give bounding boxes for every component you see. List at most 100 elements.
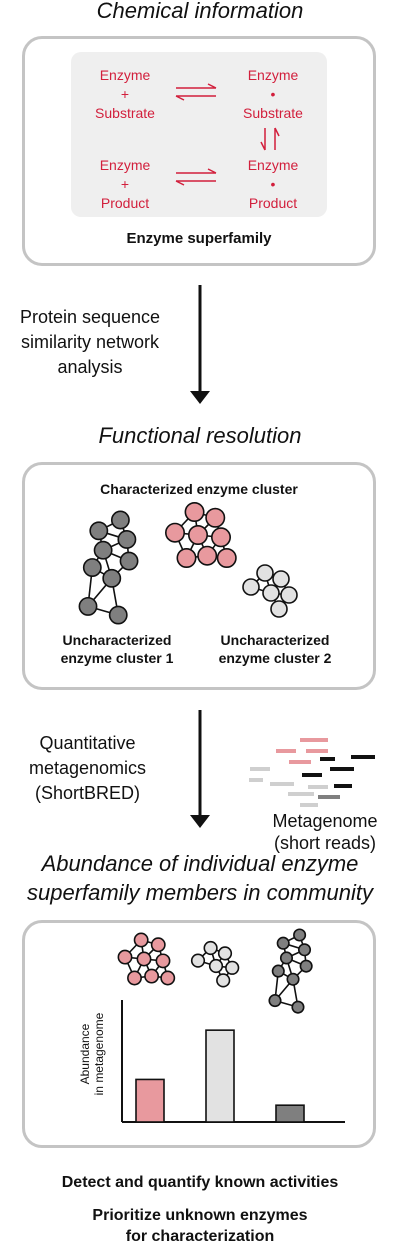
characterized-cluster-label: Characterized enzyme cluster [100, 481, 298, 497]
network-node [150, 937, 166, 953]
network-node [203, 940, 218, 956]
network-node [216, 547, 237, 568]
metagenome-text: (short reads) [273, 833, 377, 853]
network-node [108, 605, 128, 625]
equilibrium-arrow-forward [176, 83, 217, 89]
short-read [288, 792, 314, 796]
heading-abundance: Abundance of individual enzyme superfami… [0, 849, 400, 907]
reaction-enzyme-substrate: Enzyme + Substrate [80, 66, 170, 123]
uncharacterized-cluster-2-icon [190, 940, 240, 988]
metagenome-label: Metagenome (short reads) [245, 810, 400, 854]
network-node [276, 936, 290, 950]
network-node [110, 510, 130, 530]
short-read [270, 782, 294, 786]
uncharacterized-cluster-2-label: Uncharacterized enzyme cluster 2 [195, 631, 355, 667]
network-node [144, 968, 160, 984]
network-node [293, 928, 307, 942]
conclusion-line: Prioritize unknown enzymes [92, 1207, 308, 1224]
network-node [117, 529, 137, 549]
reaction-arrows [175, 83, 280, 186]
network-node [225, 960, 240, 975]
network-node [291, 1000, 305, 1014]
step-network-analysis: Protein sequence similarity network anal… [0, 305, 180, 380]
network-node [271, 964, 285, 978]
network-node [256, 564, 274, 582]
down-arrow-2-head [190, 815, 210, 828]
uncharacterized-cluster-1-label: Uncharacterized enzyme cluster 1 [37, 631, 197, 667]
network-node [217, 946, 233, 961]
network-node [184, 501, 205, 522]
short-read [334, 784, 352, 788]
step-text: Protein sequence [19, 307, 161, 327]
short-read [308, 785, 328, 789]
short-read [302, 773, 322, 777]
down-arrow-1-head [190, 391, 210, 404]
abundance-bar-chart [121, 1000, 345, 1123]
reaction-enzyme-product: Enzyme + Product [80, 156, 170, 213]
step-text: (ShortBRED) [34, 783, 141, 803]
network-node [190, 953, 206, 968]
cluster-label-text: enzyme cluster 1 [60, 650, 174, 666]
short-read [276, 749, 296, 753]
reaction-scheme-panel [71, 52, 327, 217]
reaction-text: Substrate [243, 105, 303, 121]
enzyme-superfamily-caption: Enzyme superfamily [126, 230, 272, 247]
step-text: Quantitative [39, 733, 136, 753]
reaction-enzyme-substrate-complex: Enzyme • Substrate [228, 66, 318, 123]
network-node [117, 949, 133, 965]
network-node [268, 994, 282, 1008]
network-node [89, 521, 109, 541]
network-node [208, 958, 224, 974]
uncharacterized-enzyme-cluster-1 [78, 510, 139, 625]
conclusion-prioritize: Prioritize unknown enzymes for character… [0, 1205, 400, 1247]
equilibrium-arrow-back [175, 180, 216, 186]
reaction-text: Enzyme [247, 67, 299, 83]
short-reads [249, 738, 375, 807]
network-node [211, 527, 232, 548]
network-node [82, 558, 102, 577]
short-read [351, 755, 375, 759]
equilibrium-arrow-back [175, 95, 216, 101]
short-read [249, 778, 263, 782]
network-node [270, 600, 288, 618]
network-node [297, 943, 312, 957]
short-read [318, 795, 340, 799]
short-read [306, 749, 328, 753]
network-node [299, 959, 313, 973]
network-node [262, 584, 280, 602]
network-node [216, 973, 231, 988]
bar-3 [275, 1104, 305, 1123]
short-read [300, 738, 328, 742]
equilibrium-arrow-forward [176, 168, 217, 174]
short-read [250, 767, 270, 771]
reaction-text: Substrate [95, 105, 155, 121]
network-node [119, 551, 139, 571]
network-node [188, 524, 209, 545]
network-box [22, 462, 376, 690]
reaction-text: Enzyme [99, 67, 151, 83]
network-node [279, 951, 294, 965]
reaction-text: + [120, 86, 130, 102]
conclusion-line: for characterization [125, 1228, 275, 1245]
uncharacterized-cluster-1-icon [268, 928, 313, 1014]
heading-functional-resolution: Functional resolution [98, 423, 302, 448]
heading-line: Abundance of individual enzyme [41, 851, 359, 876]
step-quantitative-metagenomics: Quantitative metagenomics (ShortBRED) [0, 731, 175, 806]
bar-1 [135, 1078, 165, 1123]
heading-line: superfamily members in community [27, 880, 373, 905]
reaction-enzyme-product-complex: Enzyme • Product [228, 156, 318, 213]
short-read [320, 757, 335, 761]
network-node [242, 578, 260, 596]
reaction-text: Product [248, 195, 298, 211]
short-read [289, 760, 311, 764]
cluster-label-text: Uncharacterized [62, 632, 172, 648]
step-text: similarity network [20, 332, 160, 352]
metagenome-text: Metagenome [272, 811, 378, 831]
step-text: analysis [57, 357, 123, 377]
cluster-label-text: enzyme cluster 2 [218, 650, 332, 666]
network-node [176, 547, 197, 568]
network-node [127, 970, 142, 986]
network-node [197, 545, 218, 566]
conclusion-detect: Detect and quantify known activities [61, 1174, 339, 1191]
